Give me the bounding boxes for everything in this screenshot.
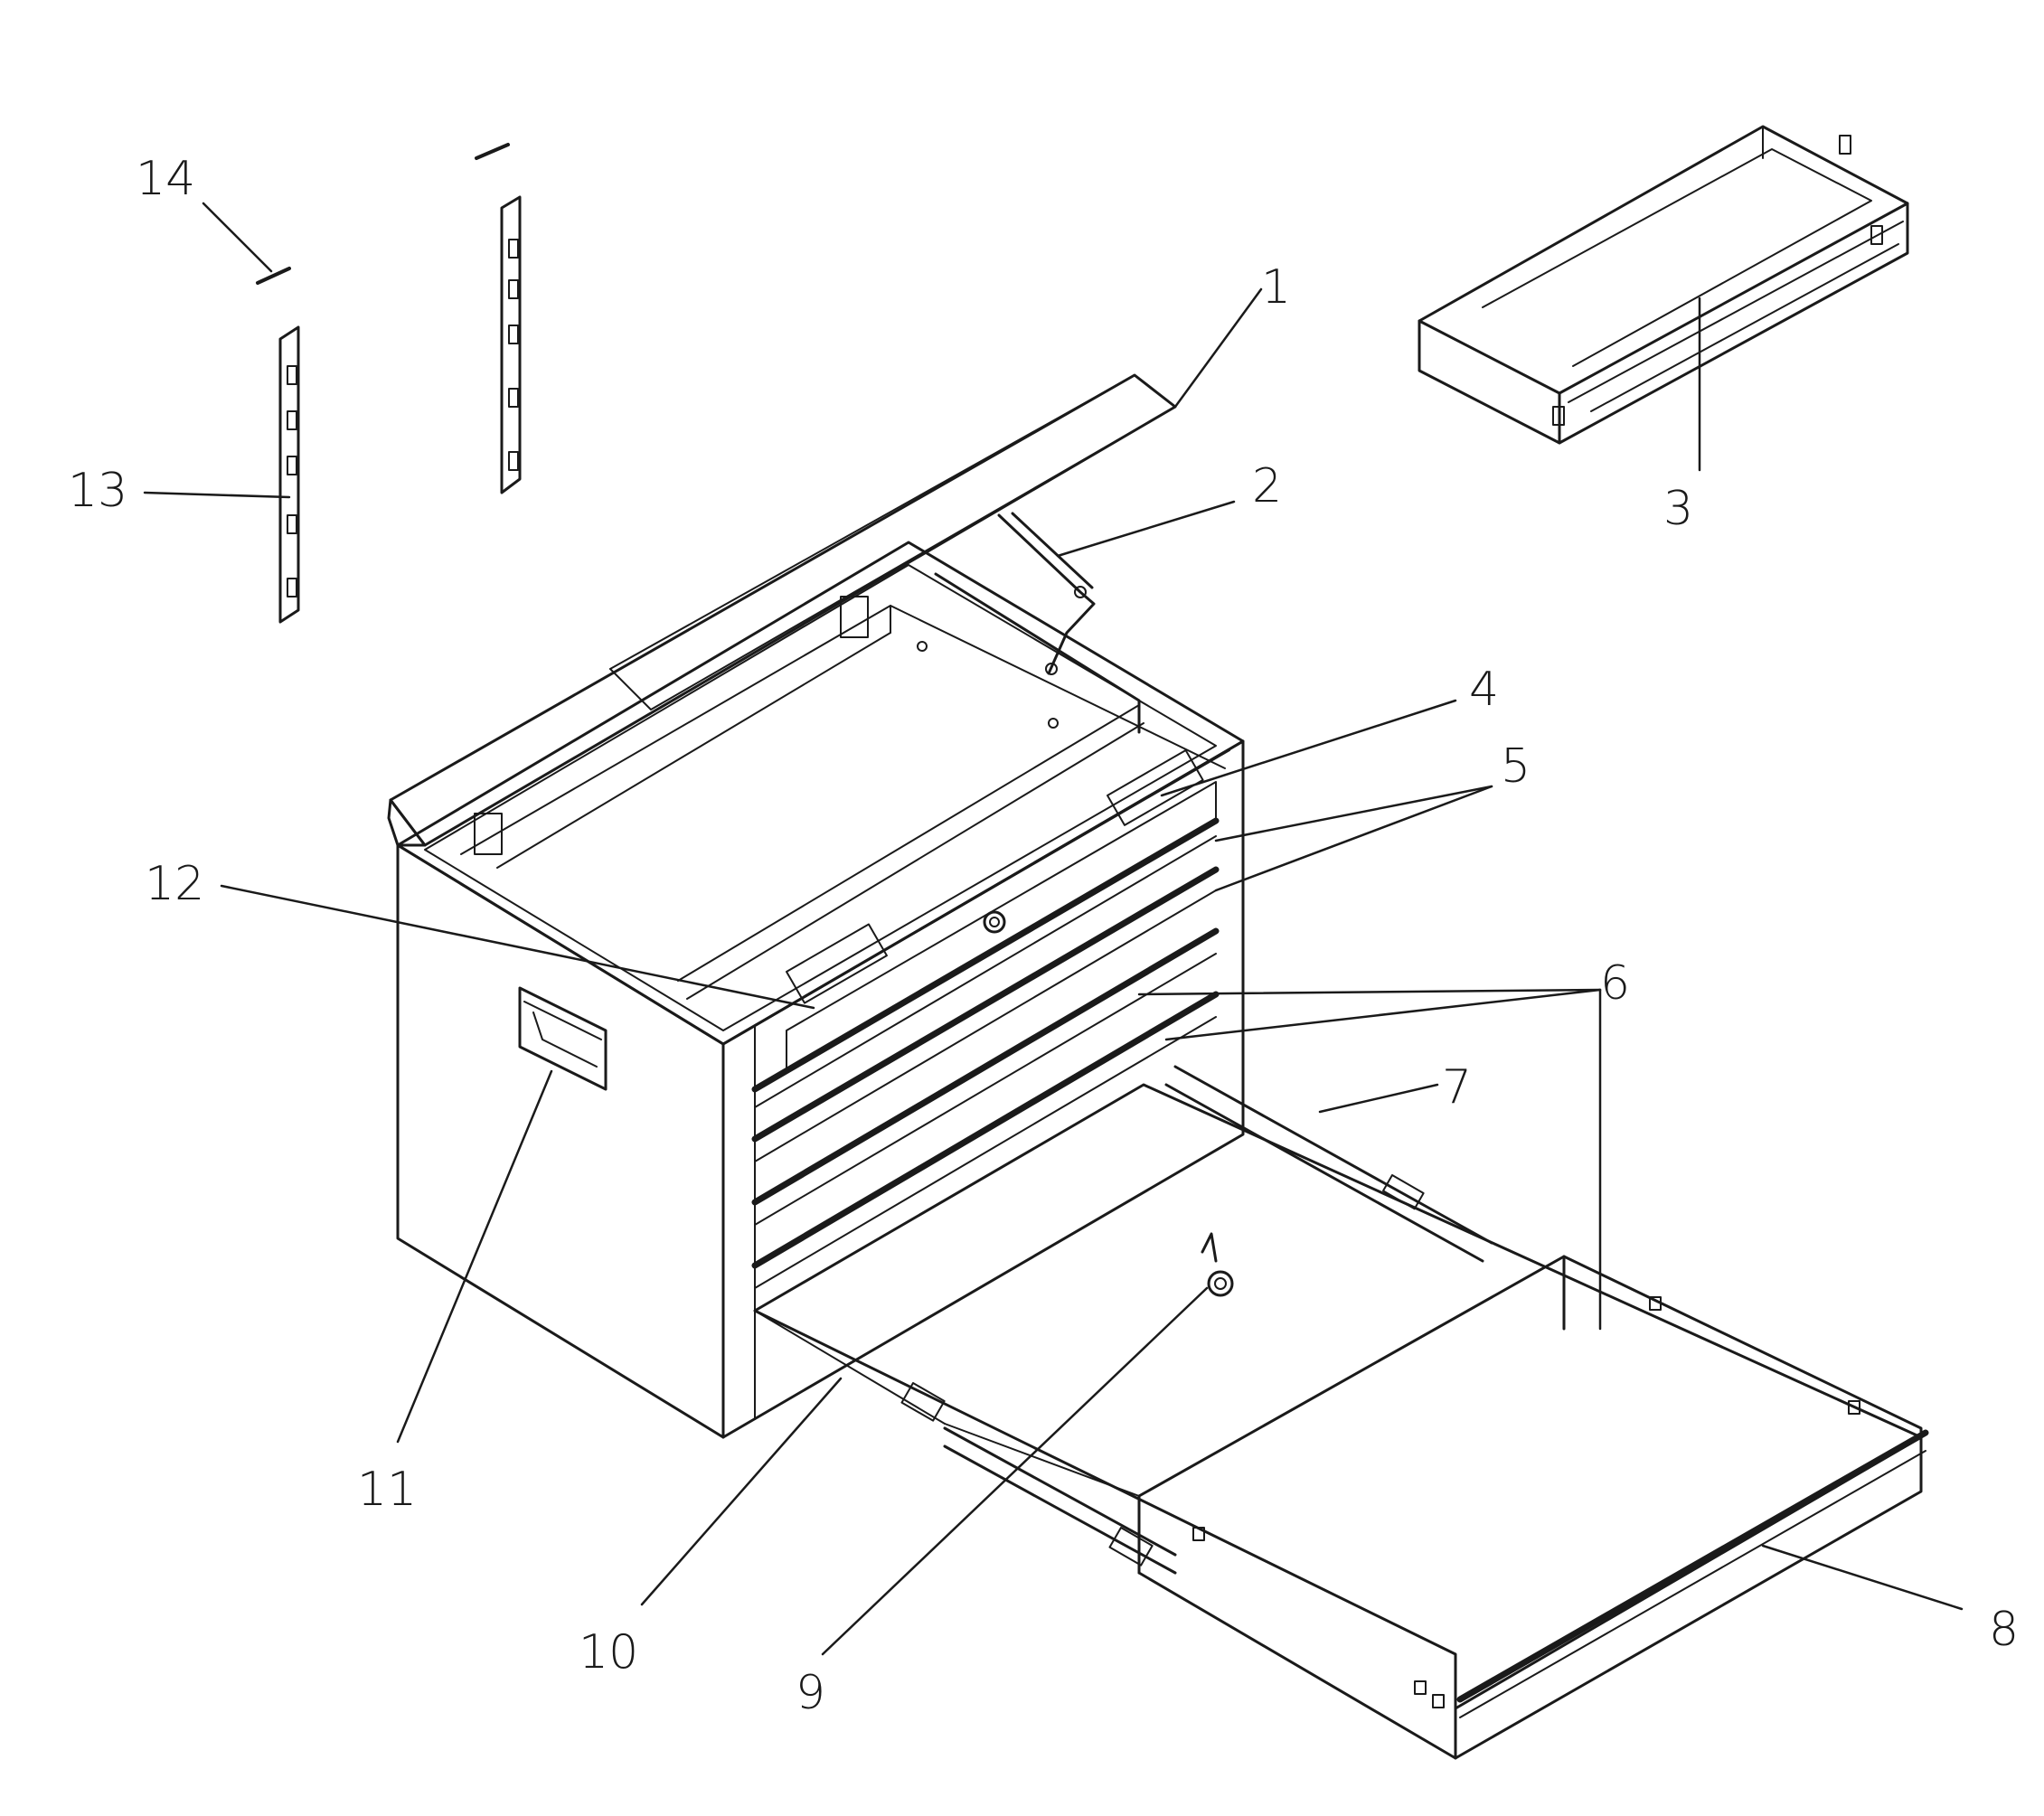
callout-9: 9	[796, 1666, 825, 1720]
callout-8: 8	[1989, 1603, 2019, 1657]
inner-compartment	[460, 572, 1226, 1000]
callout-7: 7	[1442, 1060, 1472, 1115]
socket-rail-right	[500, 195, 522, 494]
callout-13: 13	[68, 464, 127, 518]
callout-10: 10	[579, 1625, 638, 1680]
callout-3: 3	[1663, 482, 1693, 536]
callout-5: 5	[1501, 739, 1531, 794]
callout-2: 2	[1252, 459, 1282, 513]
leader-lines	[143, 202, 1964, 1656]
callout-labels: 1 2 3 4 5 6 7 8 9 10 11 12 13 14	[68, 152, 2019, 1720]
side-handle	[518, 986, 608, 1091]
callout-11: 11	[357, 1463, 417, 1517]
rail-pins	[256, 143, 510, 285]
callout-6: 6	[1600, 956, 1630, 1011]
callout-1: 1	[1261, 260, 1291, 315]
chest-body	[396, 541, 1245, 1439]
callout-14: 14	[136, 152, 195, 206]
open-drawer	[753, 1065, 1929, 1760]
socket-rail-left	[278, 325, 300, 624]
callout-12: 12	[145, 857, 204, 911]
callout-4: 4	[1469, 663, 1499, 717]
top-tray	[1418, 125, 1909, 445]
drawer-fronts	[751, 749, 1220, 1289]
lock-cylinder	[1201, 1232, 1234, 1297]
lid-stay	[997, 512, 1096, 675]
